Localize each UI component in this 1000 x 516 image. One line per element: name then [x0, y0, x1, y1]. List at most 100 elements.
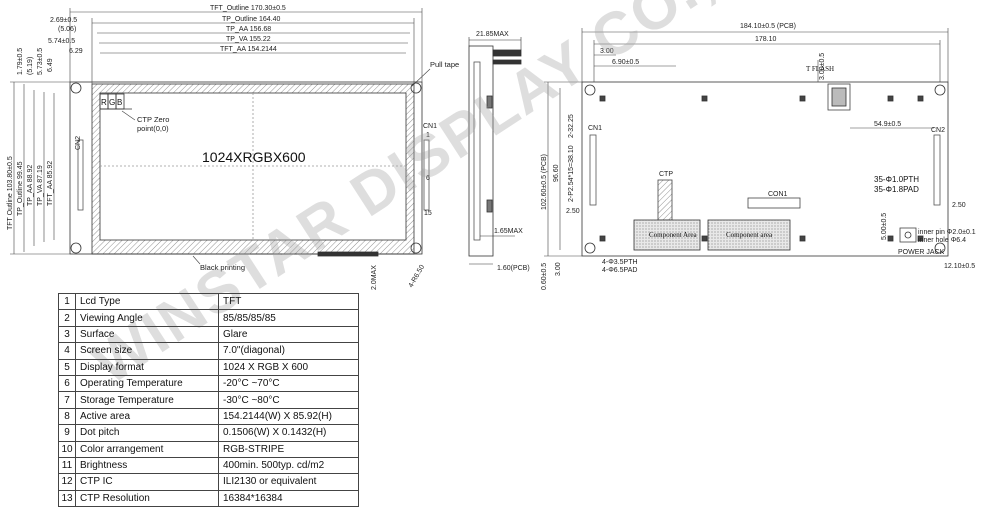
inner-hole-label: inner hole Φ6.4 [918, 237, 966, 244]
back-pcb [581, 81, 949, 257]
spec-value: -20°C ~70°C [218, 374, 359, 393]
back-dim-690: 6.90±0.5 [612, 59, 639, 66]
side-view [468, 37, 522, 265]
dim-v-tp-outline: TP_Outline 99.45 [17, 161, 24, 216]
back-dim-pitch: 2-P2.54*15=38.10 [568, 145, 575, 202]
spec-parameter: Display format [75, 358, 219, 376]
spec-number: 6 [58, 374, 76, 393]
back-dim-500: 5.00±0.5 [881, 213, 888, 240]
resolution-text: 1024XRGBX600 [202, 149, 306, 165]
spec-value: 85/85/85/85 [218, 309, 359, 327]
spec-value: 0.1506(W) X 0.1432(H) [218, 424, 359, 442]
dim-574: 5.74±0.5 [48, 38, 75, 45]
spec-parameter: Active area [75, 407, 219, 426]
back-dim-300v: 3.00±0.5 [819, 53, 826, 80]
dim-v-tp-aa: TP_AA 88.92 [27, 165, 34, 206]
spec-number: 8 [58, 407, 76, 426]
back-cn2: CN2 [931, 127, 945, 134]
label-r: R [101, 98, 107, 107]
component-area-2-label: Component area [726, 231, 773, 239]
side-dim-160: 1.60(PCB) [497, 265, 530, 272]
spec-parameter: CTP Resolution [75, 489, 219, 508]
back-cn1: CN1 [588, 125, 602, 132]
hole-pth-label: 4-Φ3.5PTH [602, 259, 638, 266]
back-dim-width-pcb: 184.10±0.5 (PCB) [740, 23, 796, 30]
dim-629: 6.29 [69, 48, 83, 55]
dim-tp-outline: TP_Outline 164.40 [222, 16, 280, 23]
spec-value: 1024 X RGB X 600 [218, 358, 359, 376]
cn1-pin-6: 6 [426, 175, 430, 182]
label-g: G [109, 98, 115, 107]
side-dim-165: 1.65MAX [494, 228, 523, 235]
cn2-label: CN2 [75, 136, 82, 150]
spec-value: 7.0"(diagonal) [218, 342, 359, 360]
spec-number: 9 [58, 424, 76, 442]
spec-parameter: Screen size [75, 342, 219, 360]
spec-value: 16384*16384 [218, 489, 359, 508]
dim-v-649: 6.49 [47, 58, 54, 72]
component-area-1 [633, 219, 701, 251]
mount-hole-tl [70, 82, 82, 94]
back-view [581, 81, 949, 257]
cn1-pin-1: 1 [426, 132, 430, 139]
component-area-2 [707, 219, 791, 251]
back-dim-9660: 96.60 [553, 164, 560, 182]
hole-pad-label: 4-Φ6.5PAD [602, 267, 637, 274]
ctp-zero-point: point(0,0) [137, 124, 169, 133]
spec-parameter: Viewing Angle [75, 309, 219, 327]
side-dim-2185: 21.85MAX [476, 31, 509, 38]
mount-hole-bl [70, 242, 82, 254]
spec-number: 11 [58, 456, 76, 475]
cn1-pins [423, 139, 430, 211]
spec-value: -30°C ~80°C [218, 391, 359, 409]
spec-number: 3 [58, 325, 76, 344]
cn1-label: CN1 [423, 123, 437, 130]
dim-2max: 2.0MAX [371, 265, 378, 290]
cn1-pin-15: 15 [424, 210, 432, 217]
component-area-1-label: Component Area [649, 231, 698, 239]
front-top-dims [69, 8, 423, 84]
back-dim-178: 178.10 [755, 36, 777, 43]
spec-number: 2 [58, 309, 76, 327]
back-dim-250-right: 2.50 [952, 202, 966, 209]
back-dim-250-left: 2.50 [566, 208, 580, 215]
dim-269: 2.69±0.5 [50, 17, 77, 24]
spec-parameter: Dot pitch [75, 424, 219, 442]
spec-parameter: CTP IC [75, 473, 219, 491]
dim-v-573: 5.73±0.5 [37, 48, 44, 75]
cn2-pins [77, 139, 84, 211]
pull-tape-label: Pull tape [430, 60, 459, 69]
dim-v-tft-aa: TFT_AA 85.92 [47, 161, 54, 206]
spec-parameter: Surface [75, 325, 219, 344]
spec-value: RGB-STRIPE [218, 440, 359, 458]
con1-label: CON1 [768, 191, 788, 198]
spec-parameter: Storage Temperature [75, 391, 219, 409]
side-body [468, 45, 494, 257]
inner-pin-label: inner pin Φ2.0±0.1 [918, 229, 976, 236]
spec-parameter: Lcd Type [75, 292, 219, 311]
spec-number: 13 [58, 489, 76, 508]
spec-value: TFT [218, 292, 359, 311]
dim-v-519: (5.19) [27, 57, 34, 75]
label-b: B [117, 98, 122, 107]
back-dim-1210: 12.10±0.5 [944, 263, 975, 270]
dim-v-tp-va: TP_VA 87.19 [37, 165, 44, 206]
dim-506: (5.06) [58, 26, 76, 33]
back-dim-300: 3.00 [600, 48, 614, 55]
power-jack-label: POWER JACK [898, 249, 945, 256]
spec-number: 4 [58, 342, 76, 360]
tflash-label: T FLASH [806, 65, 834, 73]
ctp-label: CTP [659, 171, 673, 178]
front-view [69, 81, 430, 257]
black-printing-label: Black printing [200, 263, 245, 272]
